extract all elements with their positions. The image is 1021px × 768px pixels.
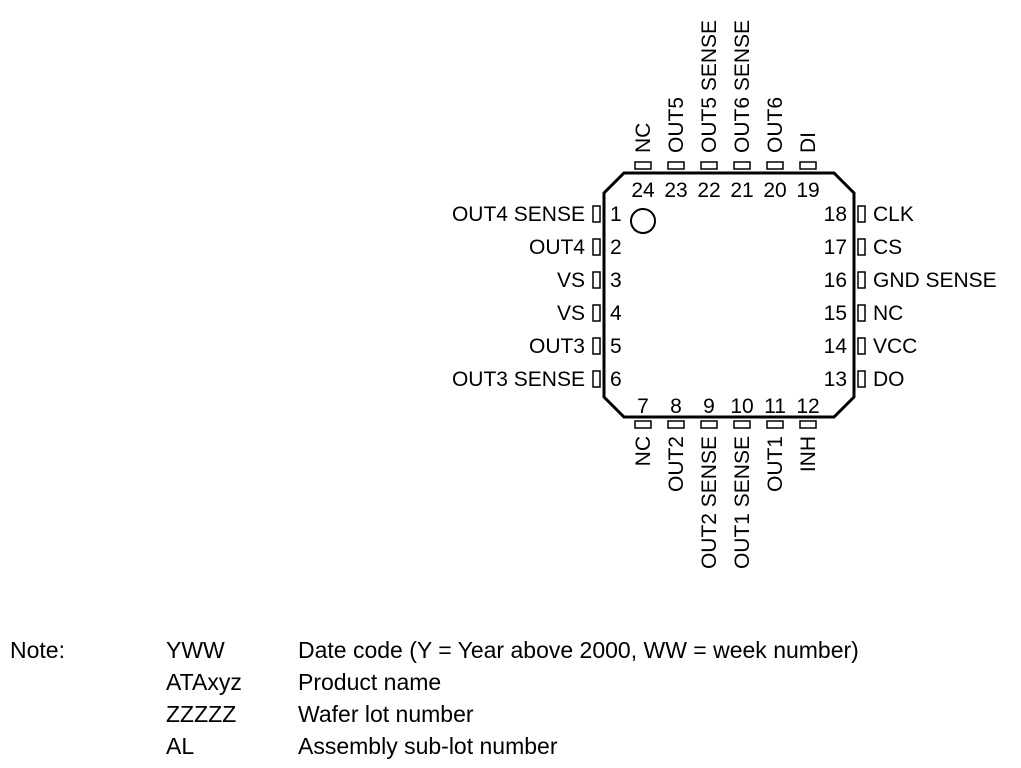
pin-lead [592, 271, 601, 289]
pin-lead [857, 238, 866, 256]
pin-name: NC [632, 123, 655, 153]
pin-number: 3 [610, 269, 622, 292]
pin-number: 14 [824, 335, 848, 358]
pin-name: OUT4 [529, 236, 585, 259]
pin-name: CLK [873, 203, 914, 226]
pin-number: 8 [670, 395, 682, 418]
pin-name: VS [557, 302, 585, 325]
pin-name: OUT1 SENSE [731, 436, 754, 569]
pin-lead [700, 420, 718, 429]
pin-number: 23 [664, 179, 687, 202]
pin-lead [857, 304, 866, 322]
pin-name: VS [557, 269, 585, 292]
pin-name: CS [873, 236, 902, 259]
pin-number: 15 [824, 302, 847, 325]
pin-name: NC [632, 436, 655, 466]
pin-name: DI [797, 132, 820, 153]
pin-number: 1 [610, 203, 622, 226]
pin-name: VCC [873, 335, 917, 358]
pin-number: 5 [610, 335, 622, 358]
pin-lead [667, 161, 685, 170]
pin-lead [592, 370, 601, 388]
pin-number: 20 [763, 179, 786, 202]
note-code: YWW [166, 637, 225, 663]
pin-name: DO [873, 368, 905, 391]
pin-number: 21 [730, 179, 753, 202]
pin-number: 24 [631, 179, 655, 202]
pin-number: 19 [796, 179, 819, 202]
note-description: Assembly sub-lot number [298, 733, 558, 759]
pin-number: 22 [697, 179, 720, 202]
pin-lead [766, 161, 784, 170]
pin-number: 2 [610, 236, 622, 259]
note-description: Product name [298, 669, 442, 695]
pin-name: OUT6 SENSE [731, 20, 754, 153]
pin-name: OUT5 SENSE [698, 20, 721, 153]
pin-lead [733, 420, 751, 429]
pin-lead [634, 161, 652, 170]
pin-number: 11 [764, 395, 786, 418]
pin-lead [766, 420, 784, 429]
pin-number: 16 [824, 269, 847, 292]
pin-lead [634, 420, 652, 429]
pin-number: 4 [610, 302, 622, 325]
pin-lead [667, 420, 685, 429]
pin-name: NC [873, 302, 903, 325]
pin-lead [733, 161, 751, 170]
pin-name: INH [797, 436, 820, 472]
pin-name: OUT1 [764, 436, 787, 492]
pin-lead [857, 370, 866, 388]
pin-name: GND SENSE [873, 269, 997, 292]
note-code: ZZZZZ [166, 701, 237, 727]
pin-number: 7 [637, 395, 649, 418]
pin-name: OUT2 [665, 436, 688, 492]
note-code: AL [166, 733, 195, 759]
note-description: Date code (Y = Year above 2000, WW = wee… [298, 637, 859, 663]
pin-number: 18 [824, 203, 847, 226]
pin-lead [799, 420, 817, 429]
pin-lead [592, 304, 601, 322]
pin-name: OUT2 SENSE [698, 436, 721, 569]
pin-name: OUT4 SENSE [452, 203, 585, 226]
pin-name: OUT6 [764, 97, 787, 153]
pin-number: 10 [730, 395, 753, 418]
pin-number: 13 [824, 368, 847, 391]
pin-lead [592, 238, 601, 256]
pin-number: 6 [610, 368, 622, 391]
pin-name: OUT3 [529, 335, 585, 358]
pin-number: 12 [796, 395, 819, 418]
note-label: Note: [10, 637, 65, 663]
package-body [602, 171, 856, 419]
pin-lead [592, 337, 601, 355]
pin-lead [857, 271, 866, 289]
pin-lead [700, 161, 718, 170]
note-code: ATAxyz [166, 669, 242, 695]
pin-name: OUT3 SENSE [452, 368, 585, 391]
pin-lead [857, 205, 866, 223]
pin-number: 17 [824, 236, 847, 259]
note-description: Wafer lot number [298, 701, 474, 727]
pin-number: 9 [703, 395, 715, 418]
pin-lead [857, 337, 866, 355]
pin-lead [799, 161, 817, 170]
pin-lead [592, 205, 601, 223]
pin-name: OUT5 [665, 97, 688, 153]
pin1-marker [630, 208, 656, 234]
